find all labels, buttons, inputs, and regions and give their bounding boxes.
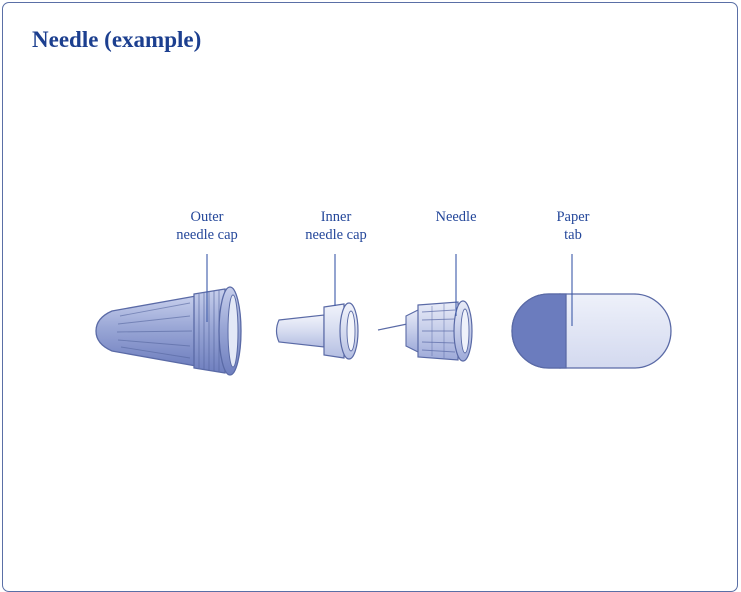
paper-tab-label: Paper tab	[556, 209, 590, 243]
needle-assembly	[377, 300, 473, 362]
outer-needle-cap-label: Outer needle cap	[176, 209, 238, 243]
outer-needle-cap	[95, 286, 242, 376]
paper-tab	[511, 293, 672, 369]
inner-needle-cap-label: Inner needle cap	[305, 209, 367, 243]
leader-lines	[206, 254, 573, 326]
inner-needle-cap	[275, 302, 359, 360]
diagram-title: Needle (example)	[32, 27, 202, 52]
needle-label: Needle	[435, 209, 477, 225]
